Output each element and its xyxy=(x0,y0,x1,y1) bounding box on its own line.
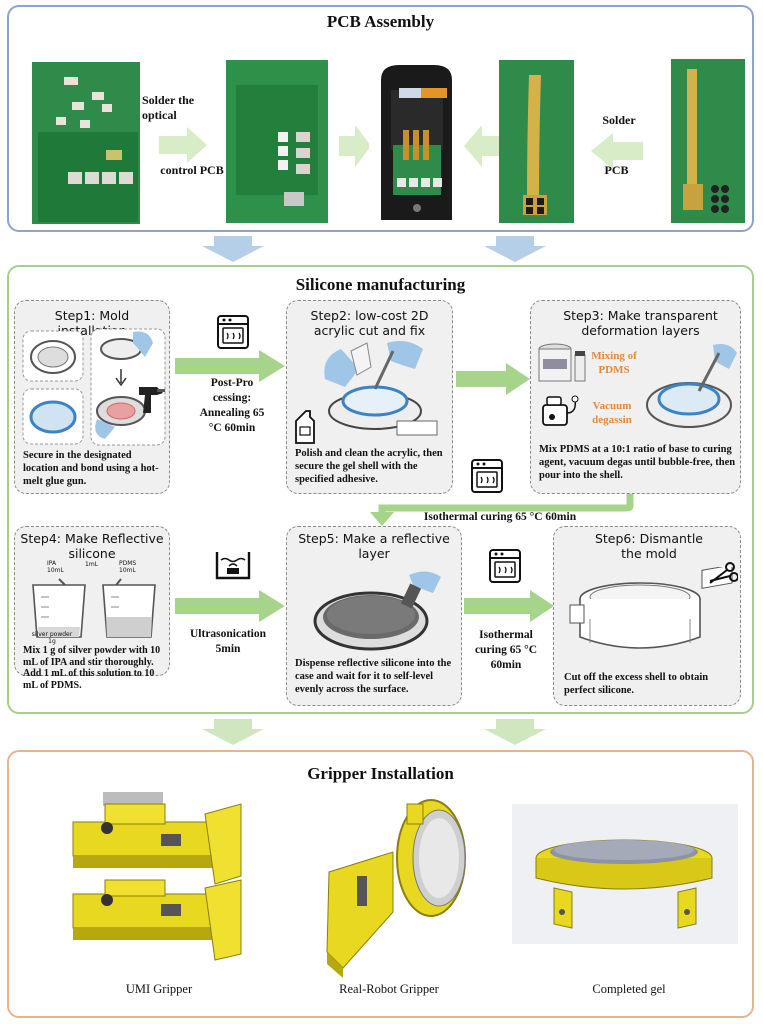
left-solder-label-1: Solder the optical xyxy=(142,93,195,122)
step2-title: Step2: low-cost 2D acrylic cut and fix xyxy=(310,308,429,338)
vacuum-pump-icon xyxy=(542,395,579,426)
step6-desc: Cut off the excess shell to obtain perfe… xyxy=(564,672,709,696)
pour-silicone-illustration xyxy=(646,344,737,428)
step6-box: Step6: Dismantle the mold Cut off the ex… xyxy=(553,526,741,706)
right-solder-label-1: Solder xyxy=(602,113,636,127)
arrow-right-icon xyxy=(175,350,285,382)
arrow-right-icon xyxy=(456,363,530,395)
step4-title: Step4: Make Reflective silicone xyxy=(20,531,164,561)
isothermal-curing-label-2: Isothermal curing 65 °C 60min xyxy=(474,629,538,671)
step3-desc: Mix PDMS at a 10:1 ratio of base to curi… xyxy=(539,444,736,481)
mold-installation-illustration xyxy=(22,328,166,446)
pcb-components-photo xyxy=(32,62,140,224)
step5-title: Step5: Make a reflective layer xyxy=(298,531,450,561)
ultrasonication-label: Ultrasonication 5min xyxy=(189,628,267,655)
mixing-pdms-label: Mixing of PDMS xyxy=(591,350,637,376)
annealing-label: Post-Pro cessing: Annealing 65 °C 60min xyxy=(199,377,265,434)
completed-gel-render xyxy=(512,804,738,944)
pcb-assembly-title: PCB Assembly xyxy=(326,12,435,31)
vacuum-degassing-label: Vacuum degassin xyxy=(592,400,632,426)
gripper-installation-title: Gripper Installation xyxy=(307,764,454,783)
silver-powder-label: silver powder 1g xyxy=(31,631,73,645)
umi-gripper-render xyxy=(72,792,242,961)
right-solder-label-2: PCB xyxy=(604,163,629,177)
step4-desc: Mix 1 g of silver powder with 10 mL of I… xyxy=(23,645,161,691)
ultrasonic-bath-icon xyxy=(215,552,251,580)
optical-control-pcb-photo xyxy=(226,60,328,223)
left-solder-label-2: control PCB xyxy=(160,163,224,177)
one-ml-label: 1mL xyxy=(85,561,99,568)
step3-title: Step3: Make transparent deformation laye… xyxy=(563,308,718,338)
step5-desc: Dispense reflective silicone into the ca… xyxy=(295,658,452,695)
flex-cable-pcb-photo xyxy=(499,60,574,223)
arrow-left-icon xyxy=(591,133,643,169)
arrow-right-icon xyxy=(464,590,554,622)
isothermal-curing-label-1: Isothermal curing 65 °C 60min xyxy=(423,511,577,523)
arrow-right-icon xyxy=(339,125,371,167)
arrow-down-icon xyxy=(202,236,264,262)
detergent-bottle-icon xyxy=(295,410,315,444)
arrow-down-icon xyxy=(484,236,546,262)
silicone-manufacturing-panel: Silicone manufacturing xyxy=(7,265,754,714)
step5-box: Step5: Make a reflective layer Dispense … xyxy=(286,526,462,706)
arrow-right-icon xyxy=(175,590,285,622)
step2-box: Step2: low-cost 2D acrylic cut and fix P… xyxy=(286,300,453,494)
real-robot-gripper-render xyxy=(326,799,466,978)
flex-pcb-components-photo xyxy=(671,59,745,223)
glue-gun-icon xyxy=(139,387,165,413)
ipa-label: IPA 10mL xyxy=(47,560,64,574)
arrow-left-icon xyxy=(464,125,500,167)
scissors-icon xyxy=(709,562,738,584)
real-robot-gripper-caption: Real-Robot Gripper xyxy=(339,982,439,996)
beaker-icon xyxy=(32,578,156,638)
arrow-right-icon xyxy=(159,127,207,163)
oven-icon xyxy=(217,315,249,349)
step6-title: Step6: Dismantle the mold xyxy=(594,531,704,561)
arrow-down-icon xyxy=(484,719,546,745)
step1-box: Step1: Mold installation Secure in the d… xyxy=(14,300,170,494)
oven-icon xyxy=(471,459,503,493)
silicone-manufacturing-title: Silicone manufacturing xyxy=(295,275,466,294)
pdms-jars-illustration xyxy=(538,343,586,382)
pdms-label: PDMS 10mL xyxy=(119,560,137,574)
pcb-assembly-panel: PCB Assembly Solder the optical control … xyxy=(7,5,754,232)
assembled-pcb-case-photo xyxy=(369,60,464,223)
reflective-layer-illustration xyxy=(313,571,441,651)
curing-connector-arrow-icon xyxy=(370,494,634,526)
step2-desc: Polish and clean the acrylic, then secur… xyxy=(295,448,443,485)
step4-box: Step4: Make Reflective silicone IPA 10mL… xyxy=(14,526,170,691)
acrylic-fix-illustration xyxy=(324,341,438,436)
oven-icon xyxy=(489,549,521,583)
step3-box: Step3: Make transparent deformation laye… xyxy=(530,300,741,494)
step1-desc: Secure in the designated location and bo… xyxy=(23,450,159,487)
arrow-down-icon xyxy=(202,719,264,745)
completed-gel-caption: Completed gel xyxy=(592,982,666,996)
gripper-installation-panel: Gripper Installation xyxy=(7,750,754,1018)
umi-gripper-caption: UMI Gripper xyxy=(125,982,193,996)
